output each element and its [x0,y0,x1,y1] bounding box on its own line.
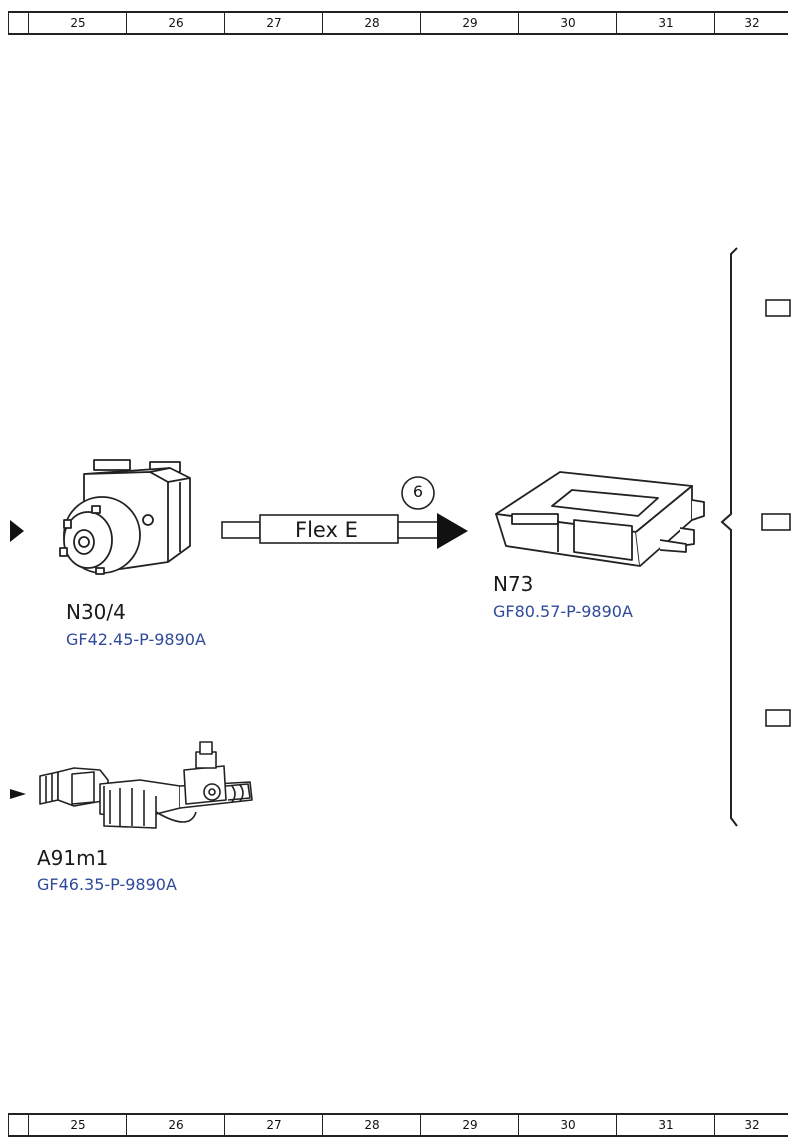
bus-arrow-head [437,513,468,549]
ruler-cell-29: 29 [420,1115,519,1135]
steering-rack-a91m1-icon[interactable] [39,741,253,829]
right-brace [720,247,738,827]
component-label-a91m1: A91m1 [37,846,109,870]
ruler-cell-30: 30 [518,1115,617,1135]
incoming-arrow-n30-4 [10,520,24,542]
ruler-cell-27: 27 [224,1115,323,1135]
ruler-cell-31: 31 [616,13,715,33]
ruler-cell-27: 27 [224,13,323,33]
ruler-cell-32: 32 [714,1115,789,1135]
flex-e-connection [221,514,439,544]
ruler-cell-32: 32 [714,13,789,33]
control-unit-n73-icon[interactable] [495,471,705,567]
bottom-column-ruler: 25 26 27 28 29 30 31 32 [8,1113,788,1137]
component-ref-link-n73[interactable]: GF80.57-P-9890A [493,602,633,621]
bus-label: Flex E [295,518,358,542]
incoming-arrow-a91m1 [10,789,26,799]
connection-marker-circle [401,476,435,510]
abs-unit-n30-4-icon[interactable] [59,459,191,575]
ruler-cell-28: 28 [322,13,421,33]
ruler-cell-26: 26 [126,13,225,33]
component-ref-link-n30-4[interactable]: GF42.45-P-9890A [66,630,206,649]
ruler-cell-25: 25 [28,1115,127,1135]
ruler-cell-31: 31 [616,1115,715,1135]
ruler-cell-edge [8,13,29,33]
right-connector-stub [765,709,791,727]
right-connector-stub [761,513,791,531]
connection-marker: 6 [412,482,424,501]
ruler-cell-28: 28 [322,1115,421,1135]
top-column-ruler: 25 26 27 28 29 30 31 32 [8,11,788,35]
ruler-cell-25: 25 [28,13,127,33]
ruler-cell-26: 26 [126,1115,225,1135]
ruler-cell-edge [8,1115,29,1135]
component-label-n73: N73 [493,572,534,596]
right-connector-stub [765,299,791,317]
ruler-cell-29: 29 [420,13,519,33]
component-label-n30-4: N30/4 [66,600,126,624]
ruler-cell-30: 30 [518,13,617,33]
component-ref-link-a91m1[interactable]: GF46.35-P-9890A [37,875,177,894]
